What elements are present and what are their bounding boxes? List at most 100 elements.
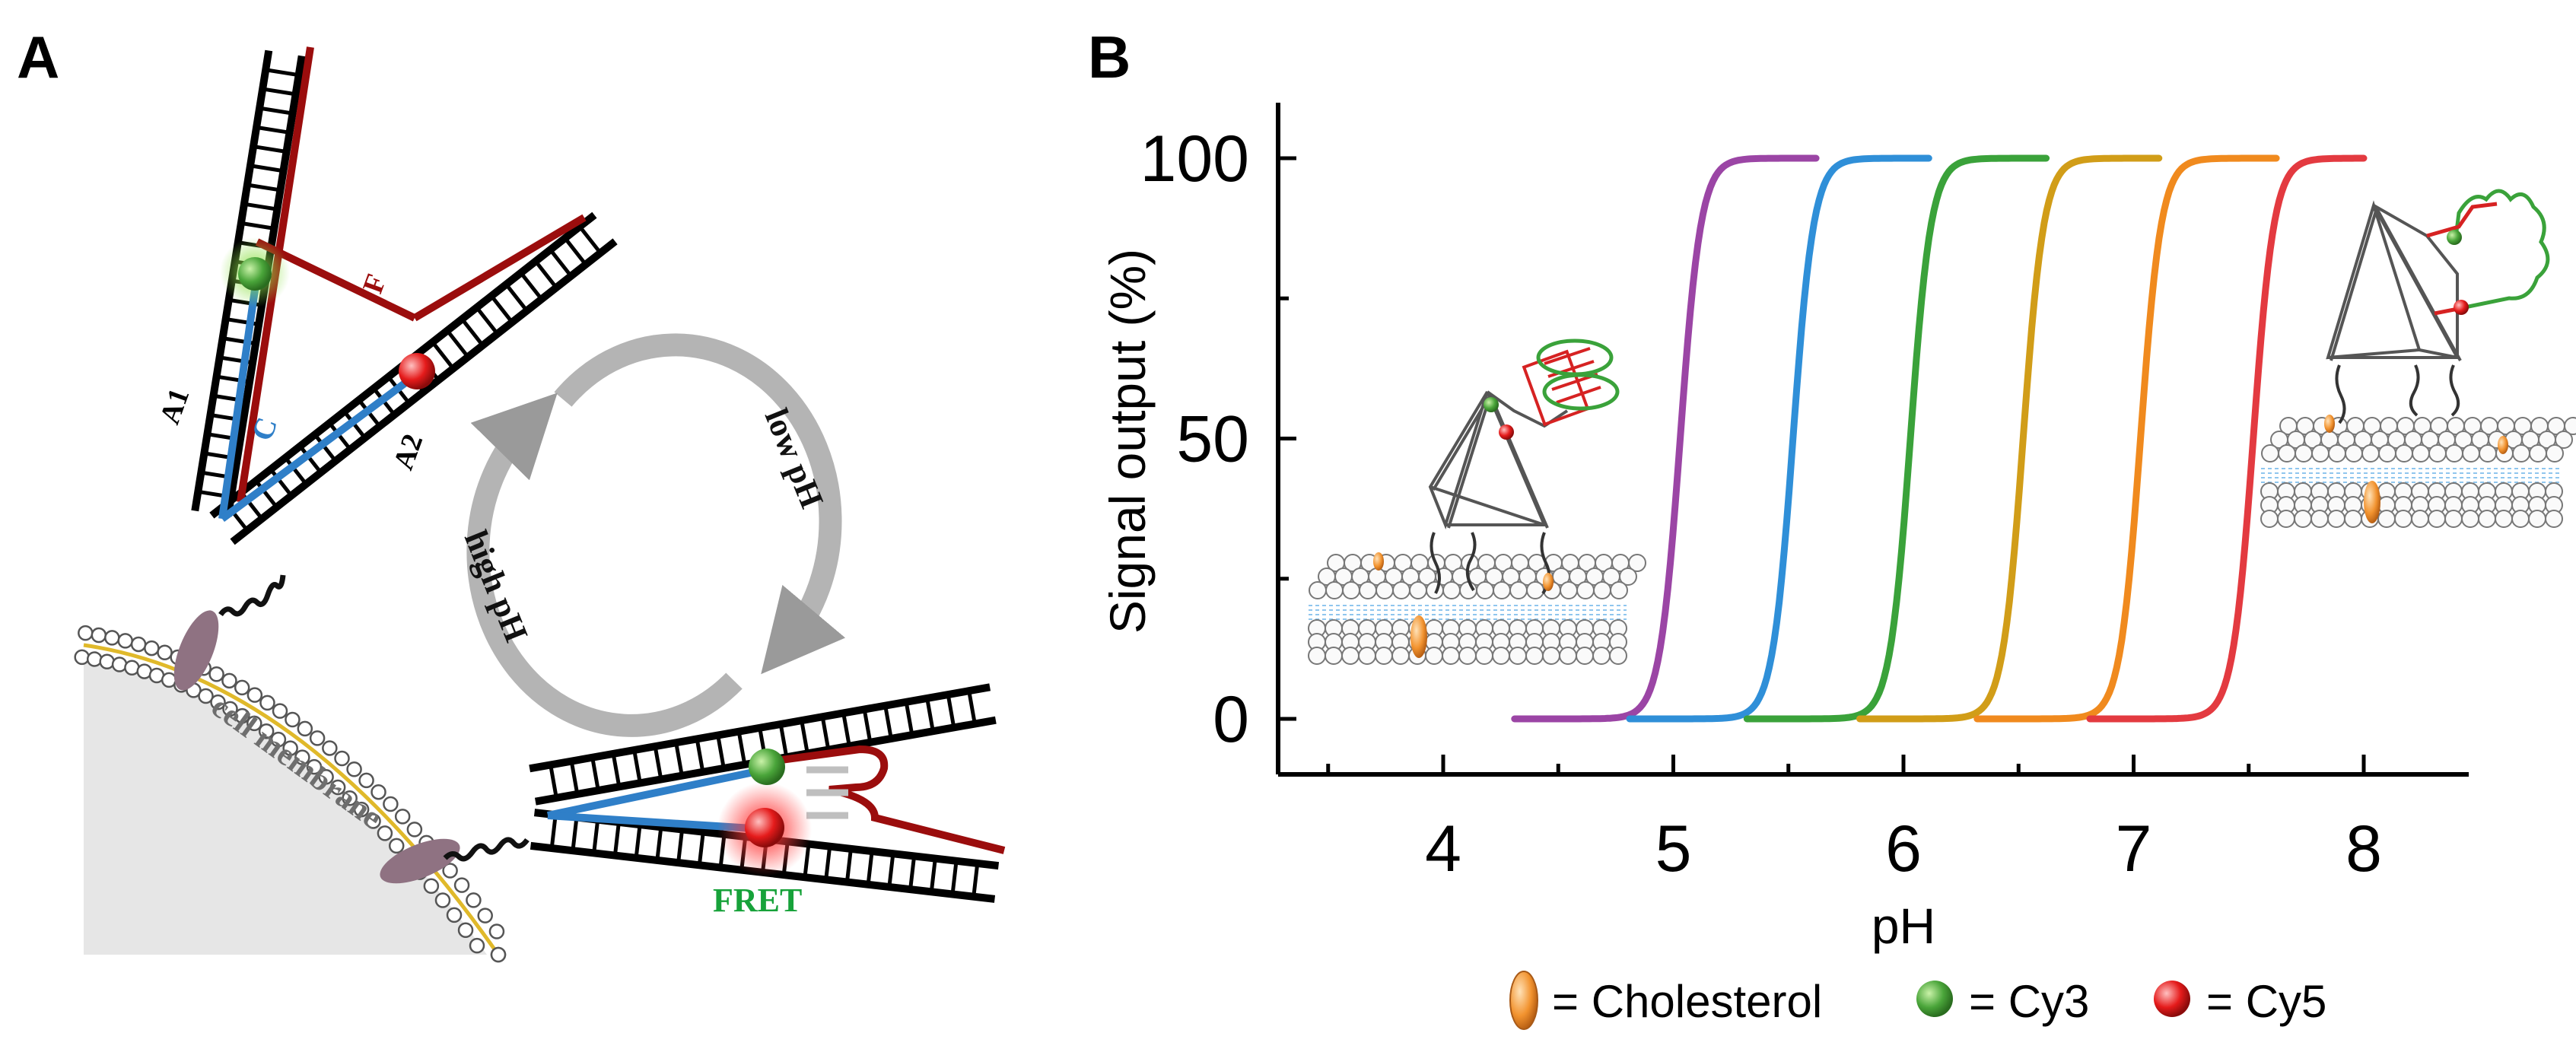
base-pair	[534, 259, 558, 289]
lipid-head	[2546, 444, 2564, 463]
lipid-head	[294, 749, 310, 765]
base-pair	[676, 829, 685, 863]
lipid-head	[1341, 647, 1360, 665]
legend-cy3-icon	[1916, 981, 1953, 1017]
tetra-right-linkers	[2335, 364, 2460, 424]
base-pair	[697, 831, 705, 866]
lipid-head	[2260, 510, 2279, 528]
lipid-head	[442, 863, 458, 879]
legend-cy5-icon	[2154, 981, 2190, 1017]
y-tick-label: 50	[1176, 403, 1249, 476]
lipid-head	[2564, 417, 2576, 435]
lipid-head	[2529, 444, 2547, 463]
base-pair	[824, 846, 832, 880]
lipid-head	[2445, 444, 2463, 463]
base-pair	[778, 723, 789, 758]
lipid-head	[1560, 581, 1578, 599]
base-pair	[929, 858, 937, 892]
base-pair	[632, 749, 642, 784]
lipid-head	[2495, 510, 2513, 528]
lipid-head	[318, 769, 334, 785]
ph-cycle: low pH high pH	[457, 333, 846, 737]
lipid-head	[1375, 647, 1393, 665]
lipid-head	[1375, 581, 1394, 599]
lipid-head	[1526, 581, 1544, 599]
base-pair	[800, 720, 809, 754]
i-motif-pairs	[806, 766, 848, 819]
base-pair	[612, 822, 621, 856]
x-tick-label: 4	[1425, 812, 1461, 885]
lipid-head	[2478, 510, 2496, 528]
lipid-head	[2412, 444, 2430, 463]
lipid-head	[2555, 431, 2573, 449]
lipid-head	[1619, 567, 1637, 586]
tetrahedron-left	[1428, 390, 1569, 529]
lipid-head	[1392, 581, 1410, 599]
label-a2: A2	[387, 430, 429, 474]
lipid-head	[1359, 581, 1377, 599]
lipid-head	[2511, 510, 2530, 528]
lipid-head	[1409, 581, 1427, 599]
tetrahedron-right	[2326, 200, 2462, 361]
base-pair	[256, 125, 290, 135]
lipid-head	[329, 779, 346, 796]
lipid-head	[2327, 510, 2345, 528]
lipid-head	[86, 651, 103, 667]
lipid-head	[406, 822, 423, 838]
series-line-2	[1626, 154, 1932, 723]
lipid-head	[222, 701, 238, 717]
inset-membrane-right	[2260, 417, 2576, 528]
arrow-high-ph[interactable]	[466, 393, 743, 737]
lipid-head	[246, 687, 263, 703]
membrane-line	[83, 643, 501, 956]
linker-lower	[443, 837, 530, 862]
lipid-head	[272, 703, 288, 719]
series-line-6	[2086, 154, 2368, 723]
lipid-head	[1628, 554, 1646, 572]
y-tick-label: 0	[1213, 683, 1249, 756]
lipid-head	[2261, 444, 2279, 463]
base-pair	[313, 433, 337, 463]
lipid-head	[1509, 647, 1527, 665]
lipid-head	[2344, 510, 2362, 528]
lipid-head	[453, 877, 470, 893]
lipid-head	[1492, 647, 1510, 665]
lipid-head	[477, 908, 493, 923]
base-pair	[866, 850, 874, 885]
x-axis-title: pH	[1872, 898, 1935, 954]
x-tick-label: 6	[1885, 812, 1922, 885]
lipid-head	[306, 758, 323, 775]
base-pair	[475, 306, 499, 335]
lipid-head	[1358, 647, 1376, 665]
arrow-low-ph[interactable]	[554, 333, 846, 675]
inset-closed-tetrahedron	[1308, 339, 1646, 665]
base-pair	[887, 853, 895, 888]
c-strand-left	[218, 273, 261, 520]
lipid-head	[297, 720, 313, 737]
base-pair	[504, 283, 529, 313]
open-loop	[2454, 189, 2550, 310]
x-tick-label: 7	[2116, 812, 2152, 885]
lipid-head	[282, 740, 298, 756]
lipid-head	[111, 656, 128, 672]
lipid-head	[2310, 510, 2329, 528]
y-tick-label: 100	[1140, 122, 1250, 195]
lipid-head	[258, 723, 275, 739]
lipid-head	[394, 809, 411, 825]
lipid-head	[1593, 581, 1611, 599]
inset-chol-right-1	[2324, 415, 2335, 433]
imotif-loop-lower	[1542, 373, 1620, 411]
base-pair	[904, 701, 914, 736]
cy5-dye-open	[399, 353, 435, 389]
base-pair	[862, 709, 873, 743]
lipid-head	[334, 750, 350, 767]
open-triangle: A1 C A2 F	[154, 46, 618, 545]
fret-label: FRET	[713, 882, 802, 919]
lipid-head	[1610, 581, 1628, 599]
base-pair	[431, 341, 455, 370]
lipid-head	[221, 672, 237, 689]
x-tick-label: 5	[1655, 812, 1692, 885]
lipid-head	[2294, 510, 2312, 528]
